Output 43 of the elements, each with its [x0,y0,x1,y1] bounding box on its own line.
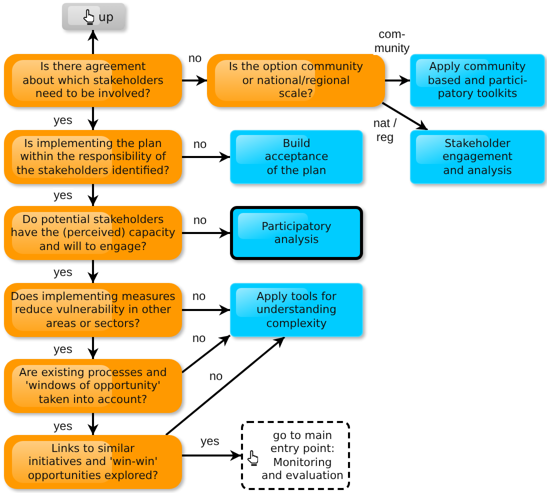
box-label: go to main entry point: Monitoring and evaluation [261,428,344,482]
box-label: Apply tools for understanding complexity [256,290,336,330]
arrow [88,413,98,435]
decision-box [4,206,182,260]
question-text: Does implementing measures reduce vulnerability in other areas or sectors? [10,290,176,330]
question-text: Is there agreement about which stakeholders need to be involved? [22,60,164,101]
box-label: Apply community based and partici- patory toolkits [428,60,528,101]
action-box [410,54,545,107]
dashed-link-box [241,421,350,490]
decision-box [207,54,385,107]
box-label: Stakeholder engagement and analysis [442,136,512,178]
edge-label: nat / reg [372,116,398,144]
arrow [165,336,286,436]
arrow [182,75,207,86]
arrow [88,184,98,206]
action-box [230,283,363,337]
arrow [182,304,230,316]
arrow [88,30,98,54]
box-label: Build acceptance of the plan [264,136,328,178]
box-label: Participatory analysis [262,220,332,246]
question-text: Is implementing the plan within the responsibility of the stakeholders identified? [16,136,170,178]
arrow [88,260,98,283]
decision-box [4,359,182,413]
arrow [182,450,241,461]
decision-box [4,130,182,184]
up-button: up [62,3,125,30]
question-text: Do potential stakeholders have the (perceived) capacity and will to engage? [10,212,176,254]
question-text: Links to similar initiatives and 'win-win' opportunities explored? [28,442,158,482]
arrow [88,337,98,359]
action-box [230,130,363,184]
question-text: Are existing processes and 'windows of opportunity' taken into account? [19,366,167,406]
arrow [382,102,428,131]
arrow [182,228,230,238]
arrow [385,75,410,86]
decision-box [4,435,182,489]
arrow [182,152,230,162]
decision-box [4,54,182,107]
decision-box [4,283,182,337]
question-text: Is the option community or national/regional scale? [228,60,364,101]
arrow [88,107,98,130]
arrow [181,334,231,374]
action-box [410,130,545,184]
highlighted-action-box [230,206,363,260]
